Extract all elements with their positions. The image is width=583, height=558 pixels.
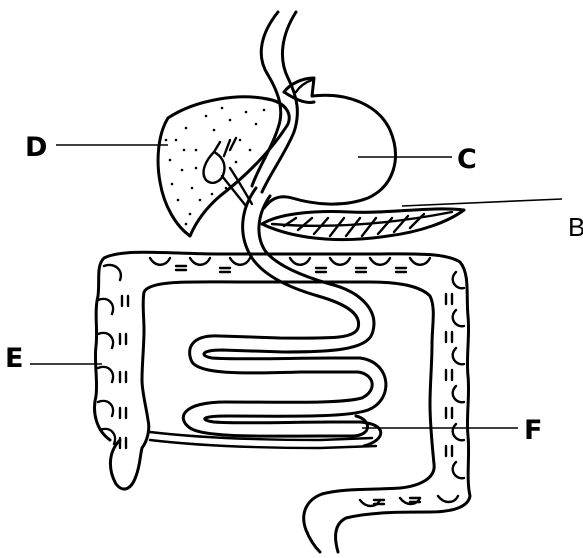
liver-dot [165, 139, 168, 142]
liver-texture [165, 107, 266, 226]
liver-dot [255, 123, 258, 126]
label-f: F [524, 417, 542, 444]
liver-dot [175, 139, 178, 142]
liver-dot [171, 183, 174, 186]
liver-dot [181, 169, 184, 172]
label-d: D [25, 134, 47, 161]
liver-dot [263, 109, 266, 112]
label-c: C [457, 146, 477, 173]
liver-dot [169, 159, 172, 162]
liver-dot [185, 127, 188, 130]
liver-dot [213, 129, 216, 132]
liver-dot [243, 175, 246, 178]
liver-dot [195, 167, 198, 170]
liver-dot [205, 115, 208, 118]
liver-dot [211, 193, 214, 196]
liver-dot [177, 199, 180, 202]
liver-dot [245, 111, 248, 114]
liver-dot [195, 149, 198, 152]
liver-dot [229, 119, 232, 122]
pointer-line-b [402, 199, 562, 206]
liver-dot [221, 107, 224, 110]
liver-dot [189, 213, 192, 216]
liver-dot [239, 139, 242, 142]
stomach [264, 78, 395, 208]
liver-dot [235, 161, 238, 164]
liver-dot [199, 199, 202, 202]
liver-dot [225, 187, 228, 190]
pancreas [262, 209, 464, 240]
gallbladder [204, 138, 252, 206]
liver-dot [249, 149, 252, 152]
liver-dot [185, 223, 188, 226]
liver-dot [191, 187, 194, 190]
liver-dot [183, 149, 186, 152]
label-e: E [5, 345, 23, 372]
label-b: B [568, 214, 583, 240]
